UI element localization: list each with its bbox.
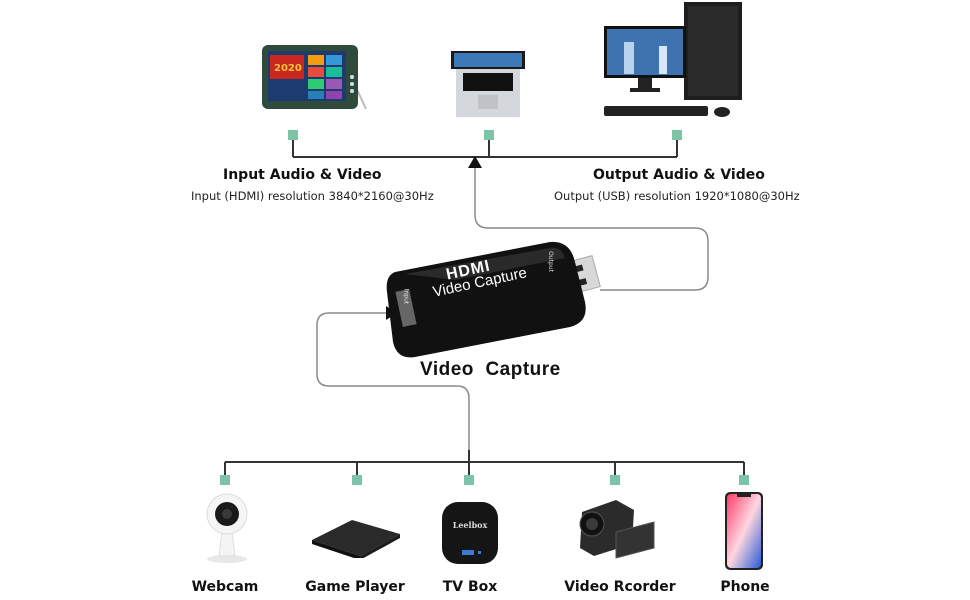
input-detail: Input (HDMI) resolution 3840*2160@30Hz — [191, 189, 434, 203]
tv-box-icon: Leelbox — [442, 502, 498, 564]
top-connector-3 — [672, 130, 682, 140]
bottom-connector-2 — [352, 475, 362, 485]
hdmi-input-path — [316, 312, 470, 455]
camcorder-icon — [576, 496, 656, 564]
usb-output-path — [474, 165, 709, 291]
label-video-recorder: Video Rcorder — [564, 579, 676, 595]
output-arrow-icon — [468, 156, 482, 168]
output-detail: Output (USB) resolution 1920*1080@30Hz — [554, 189, 800, 203]
top-connector-2 — [484, 130, 494, 140]
bottom-connector-4 — [610, 475, 620, 485]
video-capture-device — [385, 232, 610, 362]
portable-tv-icon: 2020 — [262, 43, 372, 113]
device-caption: Video Capture — [420, 359, 561, 380]
port-output-label: Output — [546, 251, 554, 272]
output-heading: Output Audio & Video — [593, 167, 765, 183]
label-game-player: Game Player — [305, 579, 405, 595]
bottom-connector-1 — [220, 475, 230, 485]
input-heading: Input Audio & Video — [223, 167, 382, 183]
label-tv-box: TV Box — [442, 579, 498, 595]
svg-text:Leelbox: Leelbox — [453, 520, 488, 530]
phone-icon — [725, 492, 763, 570]
laptop-icon — [448, 51, 528, 121]
game-player-icon — [310, 512, 402, 560]
port-input-label: Input — [402, 288, 410, 305]
bottom-connector-5 — [739, 475, 749, 485]
label-webcam: Webcam — [191, 579, 259, 595]
label-phone: Phone — [720, 579, 770, 595]
top-connector-1 — [288, 130, 298, 140]
webcam-icon — [204, 492, 250, 564]
bottom-connector-3 — [464, 475, 474, 485]
svg-text:2020: 2020 — [274, 63, 302, 74]
desktop-pc-icon — [604, 2, 754, 120]
